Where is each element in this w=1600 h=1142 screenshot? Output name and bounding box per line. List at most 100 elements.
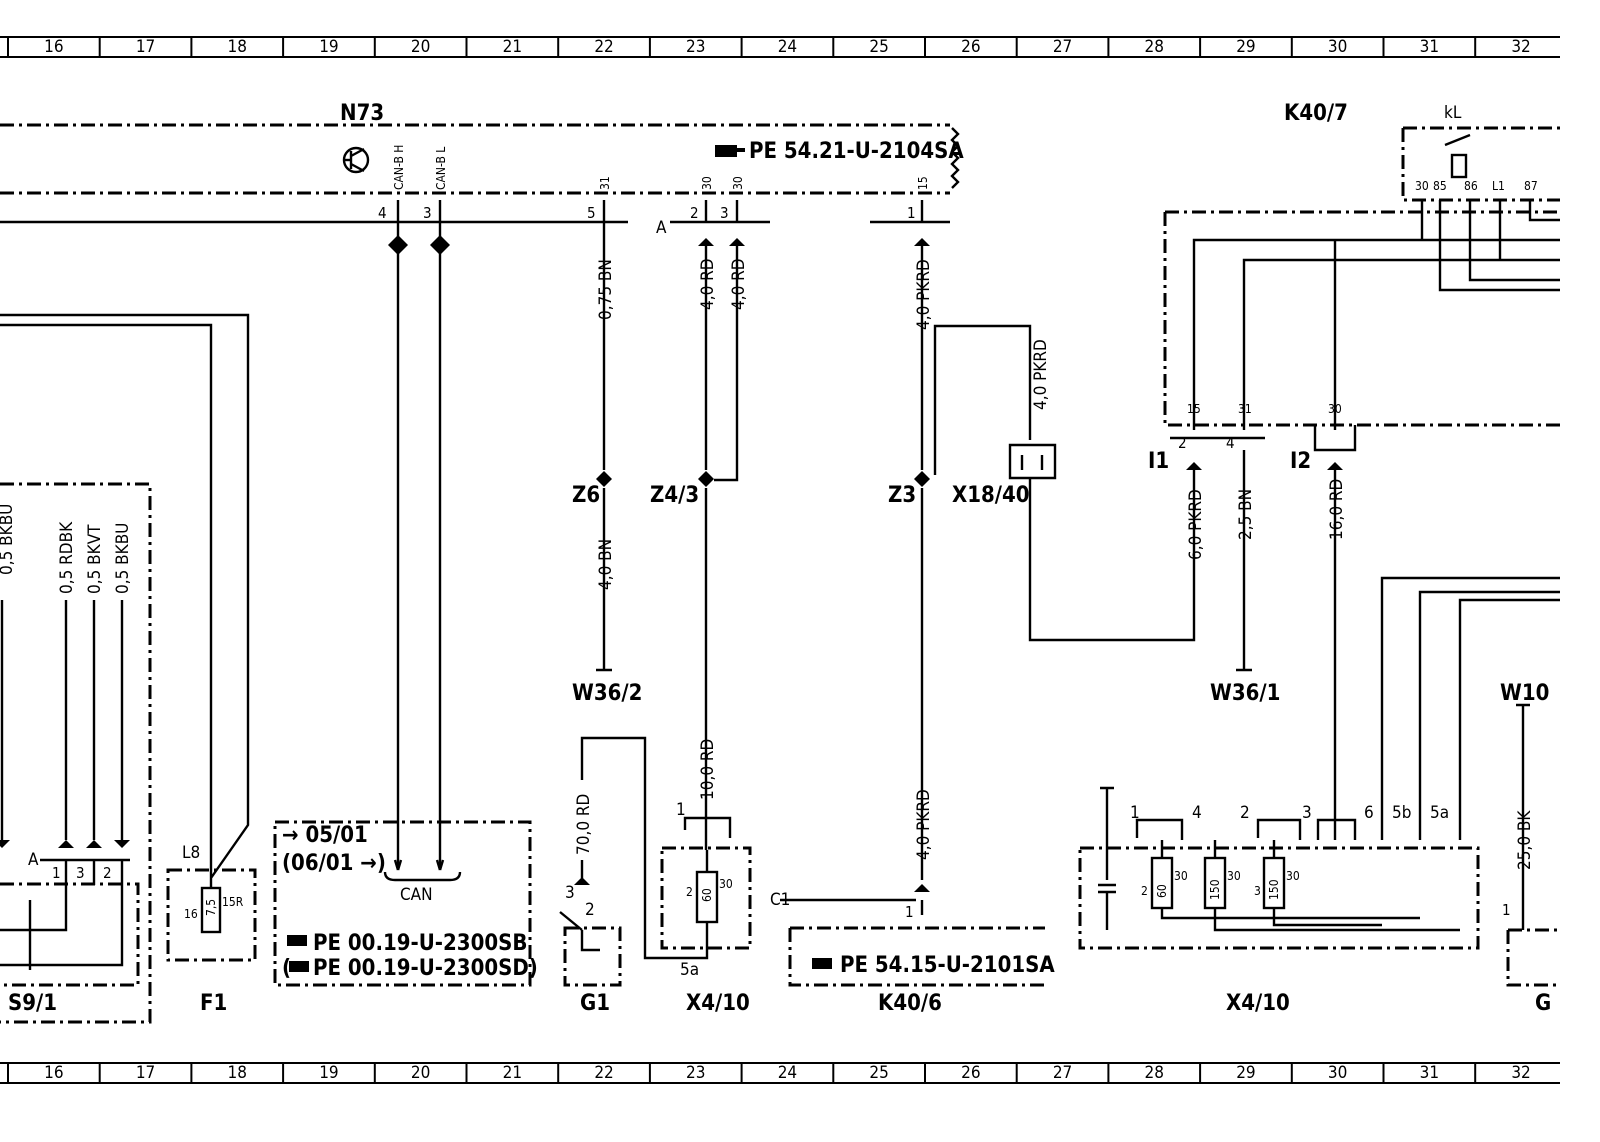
wire-rd-pair: [704, 240, 739, 850]
s9-1-wires: [0, 600, 124, 840]
wire-label-250bk: 25,0 BK: [1515, 810, 1535, 870]
relay-coil-icon: [1444, 133, 1471, 179]
x4-10-left-5a: 5a: [680, 960, 699, 980]
wire-w36-2: [596, 222, 612, 672]
pin-15: 15: [916, 176, 930, 190]
grid-number: 21: [503, 1063, 522, 1083]
rf-30b: 30: [1227, 869, 1241, 883]
reference-hand-icon-3: [287, 935, 307, 946]
pin-i4: 4: [1226, 434, 1235, 452]
x18-40-connector: [1008, 443, 1057, 480]
g-partial-box: [1506, 928, 1560, 987]
grid-number: 23: [686, 37, 705, 57]
z3-label: Z3: [888, 483, 916, 508]
can-reference-2-open: (: [282, 956, 291, 981]
rt-6: 6: [1364, 803, 1374, 823]
rt-3: 3: [1302, 803, 1312, 823]
n73-label: N73: [340, 101, 384, 126]
f1-pin-16: 16: [184, 907, 198, 921]
g1-battery-symbol: [559, 911, 600, 952]
f1-pin-15r: 15R: [222, 895, 244, 909]
s9-1-internal-wiring: [0, 858, 130, 970]
grid-number: 18: [228, 37, 247, 57]
pin-i31: 31: [1238, 402, 1252, 416]
x4-10-left-label: X4/10: [686, 991, 750, 1016]
pin-num-4: 4: [378, 204, 387, 222]
wire-label-075bn: 0,75 BN: [596, 259, 616, 320]
grid-number: 24: [778, 37, 797, 57]
grid-number: 20: [411, 1063, 430, 1083]
rt-5a: 5a: [1430, 803, 1449, 823]
grid-number: 31: [1420, 1063, 1439, 1083]
can-reference-box: [273, 820, 532, 987]
grid-number: 30: [1328, 37, 1347, 57]
fuse-150a-label: 150: [1208, 879, 1222, 900]
k40-6-label: K40/6: [878, 991, 942, 1016]
i1-label: I1: [1148, 449, 1169, 474]
k40-7-internal-wiring: [1192, 200, 1560, 430]
f1-wiring: [0, 313, 250, 888]
z4-3-label: Z4/3: [650, 483, 699, 508]
rf-30a: 30: [1174, 869, 1188, 883]
l8-label: L8: [182, 843, 200, 863]
grid-number: 19: [319, 1063, 338, 1083]
grid-number: 25: [869, 37, 888, 57]
i-connector-lines: [1170, 425, 1357, 452]
grid-number: 26: [961, 37, 980, 57]
s9-1-pin-1: 1: [52, 864, 61, 882]
can-arrows: [383, 859, 462, 882]
s9-1-inner-box: [0, 882, 140, 987]
k40-7-label: K40/7: [1284, 101, 1348, 126]
wire-label-100rd: 10,0 RD: [698, 739, 718, 800]
w10-pin-1: 1: [1502, 901, 1511, 919]
pin-30a: 30: [700, 176, 714, 190]
pin-num-5: 5: [587, 204, 596, 222]
reference-hand-icon-4: [289, 961, 309, 972]
pin-num-2: 2: [690, 204, 699, 222]
wire-label-40pkrd-b: 4,0 PKRD: [914, 789, 934, 860]
pkrd-connector-icon: [914, 238, 930, 246]
grid-number: 18: [228, 1063, 247, 1083]
x4-10-left-1: 1: [676, 800, 686, 820]
grid-number: 21: [503, 37, 522, 57]
w36-2-label: W36/2: [572, 681, 642, 706]
s9-1-pin-3: 3: [76, 864, 85, 882]
k40-6-feed: [780, 898, 924, 915]
pin-kl1: L1: [1492, 179, 1505, 193]
f1-label: F1: [200, 991, 227, 1016]
g1-pin-3: 3: [565, 883, 575, 903]
k40-6-box: [788, 926, 1045, 987]
rt-2: 2: [1240, 803, 1250, 823]
x4-10-internal-wiring: [1135, 818, 1460, 932]
can-connector-icons: [388, 235, 450, 255]
grid-number: 32: [1511, 37, 1530, 57]
rf-3: 3: [1254, 884, 1261, 898]
can-bus-wires: [396, 222, 442, 870]
z6-label: Z6: [572, 483, 600, 508]
x4-10-capacitor: [1098, 786, 1116, 930]
can-date-2: (06/01 →): [282, 851, 386, 876]
wire-label-40pkrd-c: 4,0 PKRD: [1031, 339, 1051, 410]
wire-label-05rdbk: 0,5 RDBK: [57, 521, 77, 594]
grid-number: 16: [44, 37, 63, 57]
grid-number: 22: [594, 37, 613, 57]
n73-break: [950, 127, 960, 189]
s9-1-connectors-down: [0, 840, 130, 848]
s9-1-outer-box: [0, 482, 152, 1024]
rt-5b: 5b: [1392, 803, 1411, 823]
pin-i2: 2: [1178, 434, 1187, 452]
i2-label: I2: [1290, 449, 1311, 474]
z6-splice-icon: [596, 471, 612, 487]
pin-30b: 30: [731, 176, 745, 190]
fuse-150b-label: 150: [1267, 879, 1281, 900]
g1-label: G1: [580, 991, 610, 1016]
grid-number: 26: [961, 1063, 980, 1083]
x4-10-right-label: X4/10: [1226, 991, 1290, 1016]
n73-reference: PE 54.21-U-2104SA: [749, 139, 964, 164]
x4-10-left-30: 30: [719, 877, 733, 891]
wire-label-40rd-a: 4,0 RD: [698, 258, 718, 310]
f1-fuse-label: 7,5: [204, 899, 218, 916]
rt-4: 4: [1192, 803, 1202, 823]
grid-number: 29: [1236, 1063, 1255, 1083]
